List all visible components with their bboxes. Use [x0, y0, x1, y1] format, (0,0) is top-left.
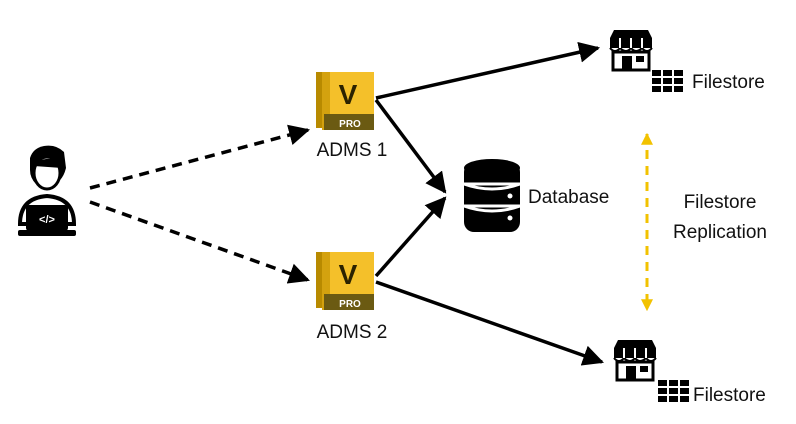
folders-icon	[658, 380, 689, 402]
logo-letter: V	[339, 79, 358, 110]
adms1-label: ADMS 1	[316, 140, 388, 161]
replication-label-line2: Replication	[673, 222, 767, 243]
arrow-dev-to-adms2	[89, 200, 310, 284]
logo-letter: V	[339, 259, 358, 290]
store-icon	[613, 340, 657, 382]
developer-laptop-icon: </>	[17, 145, 77, 236]
arrow-dev-to-adms1	[89, 124, 311, 190]
arrow-adms1-to-database	[374, 98, 447, 194]
filestore-top-label: Filestore	[692, 72, 765, 93]
folders-icon	[652, 70, 683, 92]
logo-badge: PRO	[339, 119, 361, 130]
database-icon	[463, 159, 521, 232]
vault-pro-icon: V PRO	[316, 252, 374, 310]
vault-pro-icon: V PRO	[316, 72, 374, 130]
arrow-adms1-to-filestore	[375, 41, 601, 100]
filestore-bottom-label: Filestore	[693, 385, 766, 406]
database-label: Database	[528, 187, 610, 208]
adms2-label: ADMS 2	[316, 322, 388, 343]
arrow-adms2-to-filestore	[375, 280, 604, 366]
code-glyph: </>	[39, 214, 55, 226]
store-icon	[609, 30, 653, 72]
arrow-adms2-to-database	[374, 196, 447, 278]
logo-badge: PRO	[339, 299, 361, 310]
replication-label-line1: Filestore	[683, 192, 757, 213]
